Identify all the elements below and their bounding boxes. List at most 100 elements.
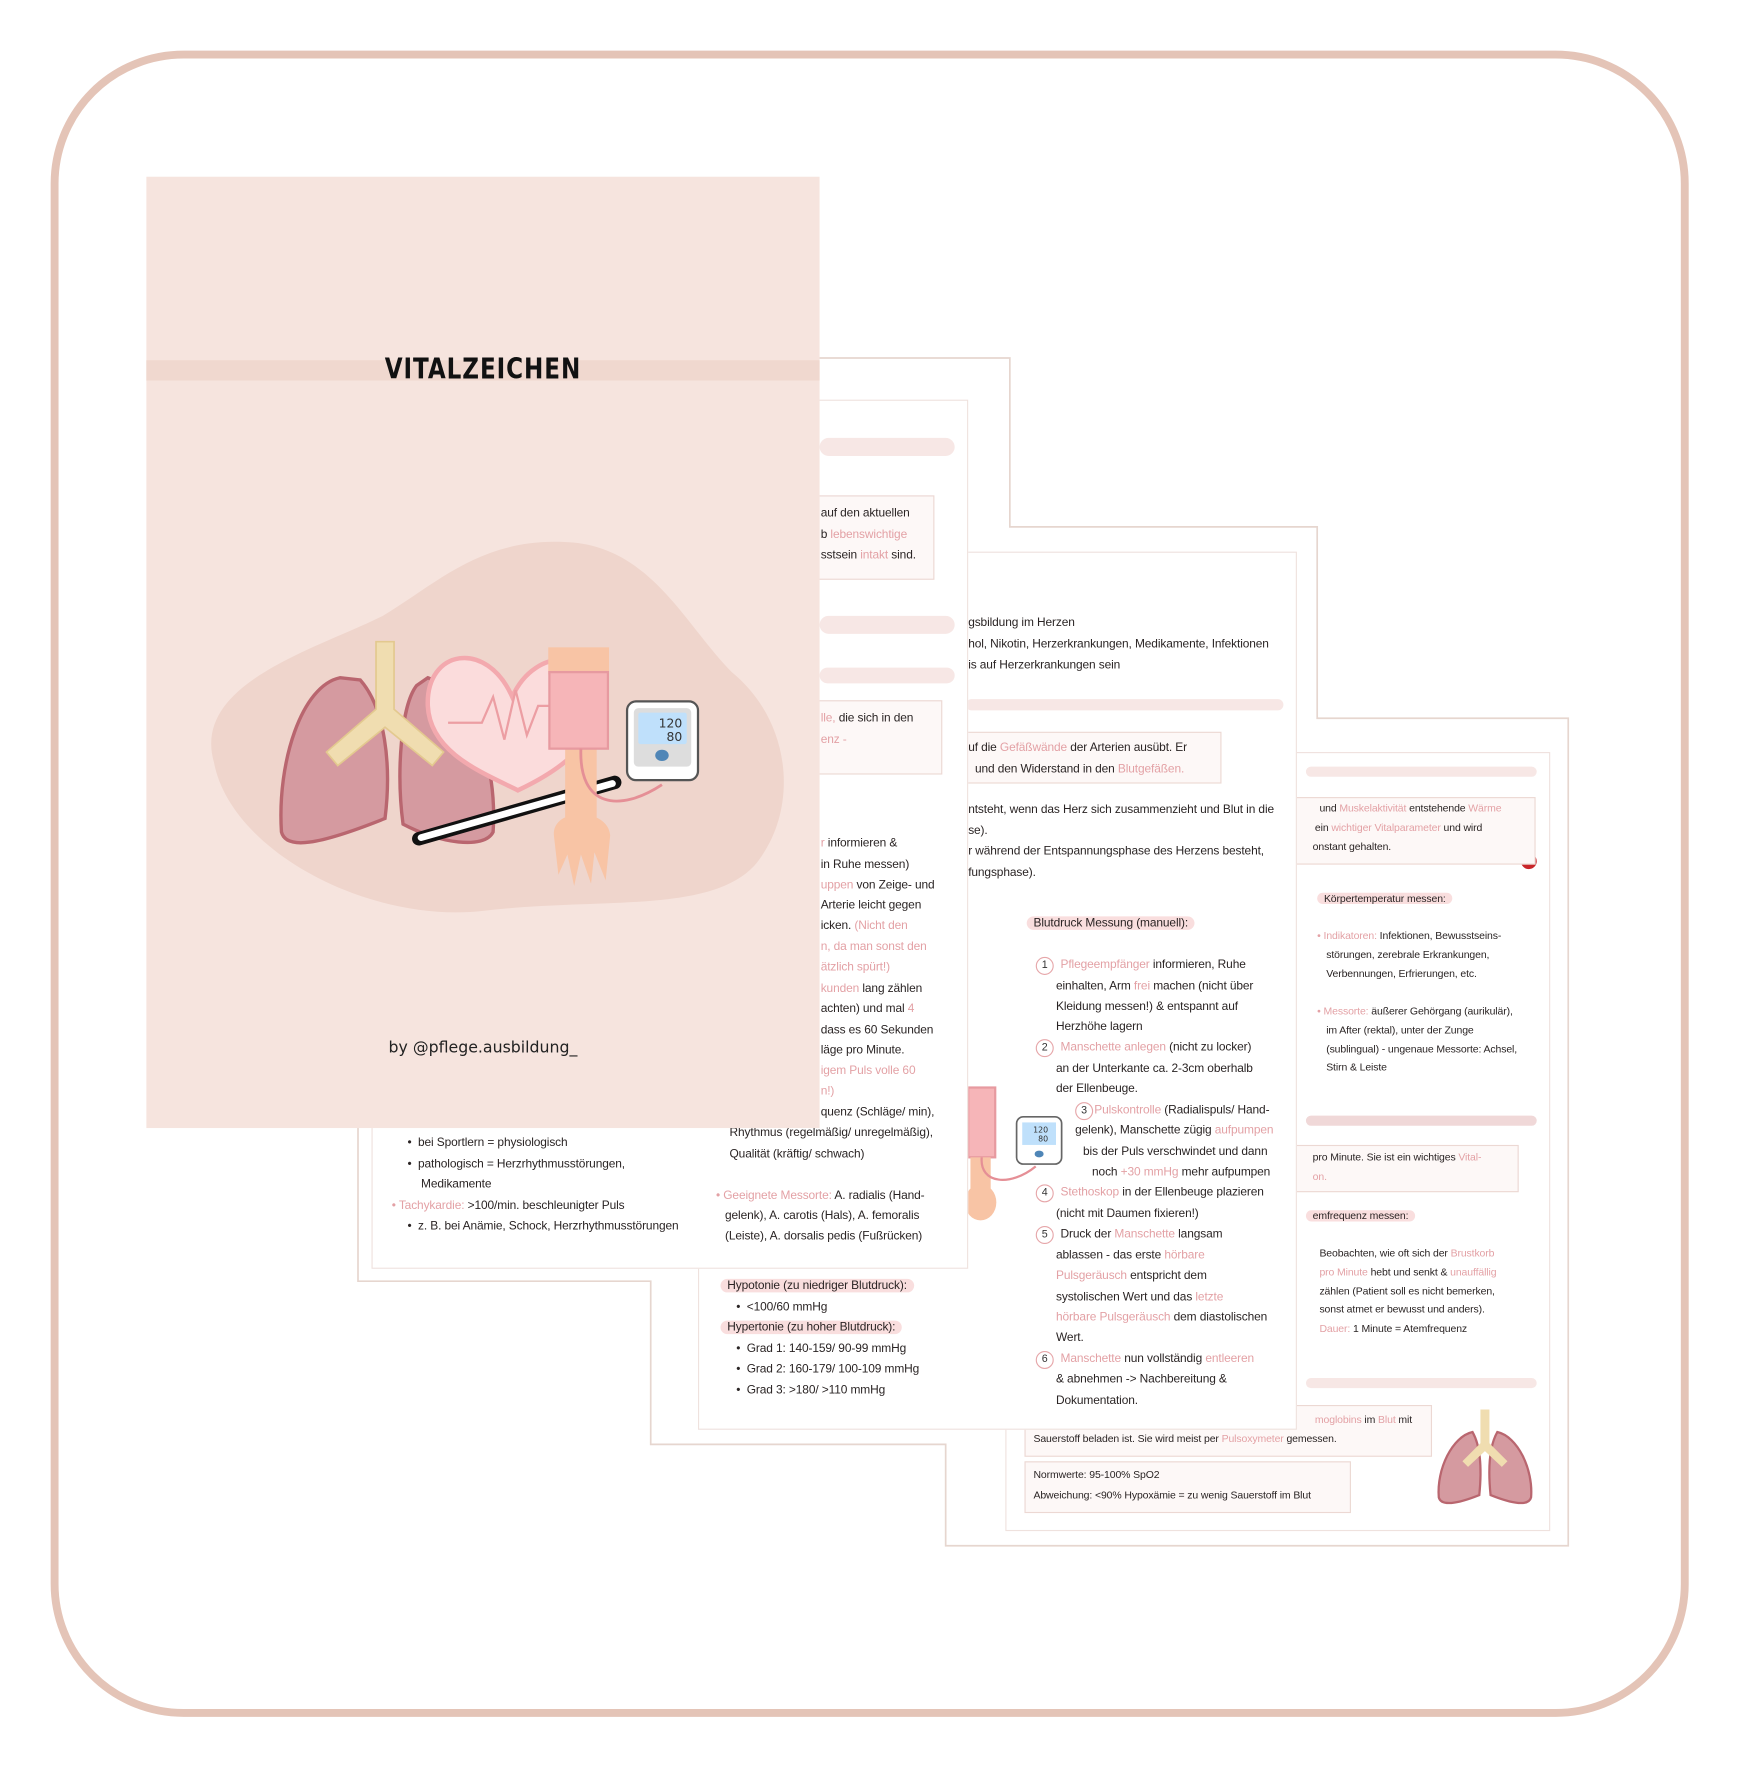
text-line: • Messorte: äußerer Gehörgang (aurikulär… [1317,1002,1513,1020]
highlighted-term: • Geeignete Messorte: [716,1188,832,1203]
text-line: n, da man sonst den [821,938,927,956]
text-line: Wert. [1056,1328,1084,1346]
text-line: • Geeignete Messorte: A. radialis (Hand- [716,1187,925,1205]
text-line: noch +30 mmHg mehr aufpumpen [1092,1163,1270,1181]
text-segment: dass es 60 Sekunden [820,1023,934,1037]
text-segment: gelenk), Manschette zügig [1075,1123,1215,1138]
highlighted-term: intakt [860,548,889,562]
text-line: • pathologisch = Herzrhythmusstörungen, [407,1155,626,1173]
text-segment: machen (nicht über [1150,979,1254,993]
text-segment: sstsein [820,548,861,562]
step-number-badge: 2 [1035,1039,1054,1058]
blood-pressure-arm-icon: 120 80 [965,1086,1063,1221]
text-segment: • bei Sportlern = physiologisch [407,1135,568,1150]
highlighted-term: uppen [820,878,854,892]
text-line: läge pro Minute. [821,1041,905,1059]
section-header-bar [1305,1115,1537,1126]
highlighted-term: on. [1312,1170,1327,1183]
text-line: Arterie leicht gegen [821,896,922,914]
text-segment: entstehende [1406,802,1469,814]
highlighted-term: Pulsoxymeter [1221,1433,1284,1445]
text-line: (nicht mit Daumen fixieren!) [1056,1205,1199,1223]
text-line: ntsteht, wenn das Herz sich zusammenzieh… [968,800,1274,818]
text-line: Beobachten, wie oft sich der Brustkorb [1319,1244,1494,1262]
author-byline: by @pflege.ausbildung_ [388,1039,578,1058]
text-segment: informieren & [824,836,898,850]
text-segment: in der Ellenbeuge plazieren [1119,1185,1264,1199]
text-line: • Indikatoren: Infektionen, Bewusstseins… [1317,927,1501,945]
text-segment: der Ellenbeuge. [1056,1081,1138,1096]
text-line: einhalten, Arm frei machen (nicht über [1056,977,1253,995]
text-segment: äußerer Gehörgang (aurikulär), [1368,1005,1513,1017]
text-segment: achten) und mal [820,1001,908,1016]
subheading: Blutdruck Messung (manuell): [1026,914,1195,932]
subheading: emfrequenz messen: [1305,1207,1416,1225]
text-line: Druck der Manschette langsam [1061,1225,1223,1243]
highlighted-term: lebenswichtige [830,528,908,542]
text-segment: noch [1092,1165,1121,1179]
text-line: gelenk), Manschette zügig aufpumpen [1075,1121,1273,1139]
text-line: b lebenswichtige [821,526,908,544]
highlighted-term: entleeren [1205,1352,1255,1366]
subheading: Körpertemperatur messen: [1317,889,1453,907]
text-segment: an der Unterkante ca. 2-3cm oberhalb [1056,1061,1253,1076]
subheading: Hypertonie (zu hoher Blutdruck): [720,1318,903,1336]
text-line: bis der Puls verschwindet und dann [1083,1143,1268,1161]
vital-signs-illustration: 120 80 [211,541,784,913]
step-number-badge: 4 [1035,1184,1054,1203]
text-segment: Rhythmus (regelmäßig/ unregelmäßig), [729,1125,934,1140]
highlighted-term: letzte [1195,1290,1224,1304]
text-segment: einhalten, Arm [1056,979,1134,993]
text-segment: im [1361,1414,1379,1426]
highlighted-term: igem Puls volle 60 [820,1063,916,1078]
text-line: auf den aktuellen [821,504,910,522]
text-line: Rhythmus (regelmäßig/ unregelmäßig), [729,1124,934,1142]
text-segment: von Zeige- und [853,878,935,892]
text-line: se). [968,822,988,840]
highlighted-term: Blut [1378,1414,1396,1426]
text-segment: Qualität (kräftig/ schwach) [729,1147,865,1161]
text-line: ätzlich spürt!) [821,958,890,976]
subheading: Hypotonie (zu niedriger Blutdruck): [720,1277,914,1295]
monitor-diastolic: 80 [1038,1135,1048,1144]
text-segment: • z. B. bei Anämie, Schock, Herzrhythmus… [407,1219,679,1233]
title-band [146,360,820,381]
definition-box [1294,1144,1519,1193]
definition-box [1294,797,1536,865]
text-segment: ein [1314,821,1332,834]
text-segment: (nicht zu locker) [1165,1040,1252,1054]
text-line: dass es 60 Sekunden [821,1021,934,1039]
highlighted-term: ätzlich spürt!) [820,960,890,974]
text-segment: Beobachten, wie oft sich der [1319,1247,1451,1259]
highlighted-term: +30 mmHg [1120,1165,1179,1179]
highlighted-term: Vital- [1458,1151,1482,1163]
text-segment: der Arterien ausübt. Er [1067,740,1188,755]
text-segment: quenz (Schläge/ min), [820,1105,935,1120]
text-line: Pflegeempfänger informieren, Ruhe [1061,956,1246,974]
highlighted-term: Pflegeempfänger [1060,958,1150,972]
text-segment: mehr aufpumpen [1178,1165,1271,1179]
highlighted-term: Manschette anlegen [1060,1040,1167,1054]
step-number-badge: 5 [1035,1225,1054,1245]
lungs-icon [1437,1409,1533,1505]
highlighted-term: • Tachykardie: [391,1198,465,1213]
text-segment: systolischen Wert und das [1056,1290,1196,1304]
text-segment: pro Minute. Sie ist ein wichtiges [1312,1151,1459,1163]
text-line: ein wichtiger Vitalparameter und wird [1315,818,1482,836]
text-segment: dem diastolischen [1170,1310,1268,1324]
text-segment: 1 Minute = Atemfrequenz [1350,1322,1468,1335]
text-segment: Dokumentation. [1056,1393,1138,1408]
monitor-systolic: 120 [1033,1126,1048,1135]
subheading-label: Hypertonie (zu hoher Blutdruck): [720,1320,903,1335]
text-line: hol, Nikotin, Herzerkrankungen, Medikame… [968,635,1269,653]
text-segment: bis der Puls verschwindet und dann [1083,1144,1268,1159]
text-segment: Stirn & Leiste [1326,1061,1387,1073]
text-segment: • pathologisch = Herzrhythmusstörungen, [407,1157,626,1171]
text-segment: nun vollständig [1121,1352,1206,1366]
text-line: • z. B. bei Anämie, Schock, Herzrhythmus… [408,1217,679,1235]
text-line: Stethoskop in der Ellenbeuge plazieren [1061,1183,1264,1201]
text-segment: und wird [1440,821,1483,834]
text-segment: onstant gehalten. [1312,840,1392,853]
highlighted-term: lle, [820,711,836,726]
text-segment: A. radialis (Hand- [831,1188,925,1203]
